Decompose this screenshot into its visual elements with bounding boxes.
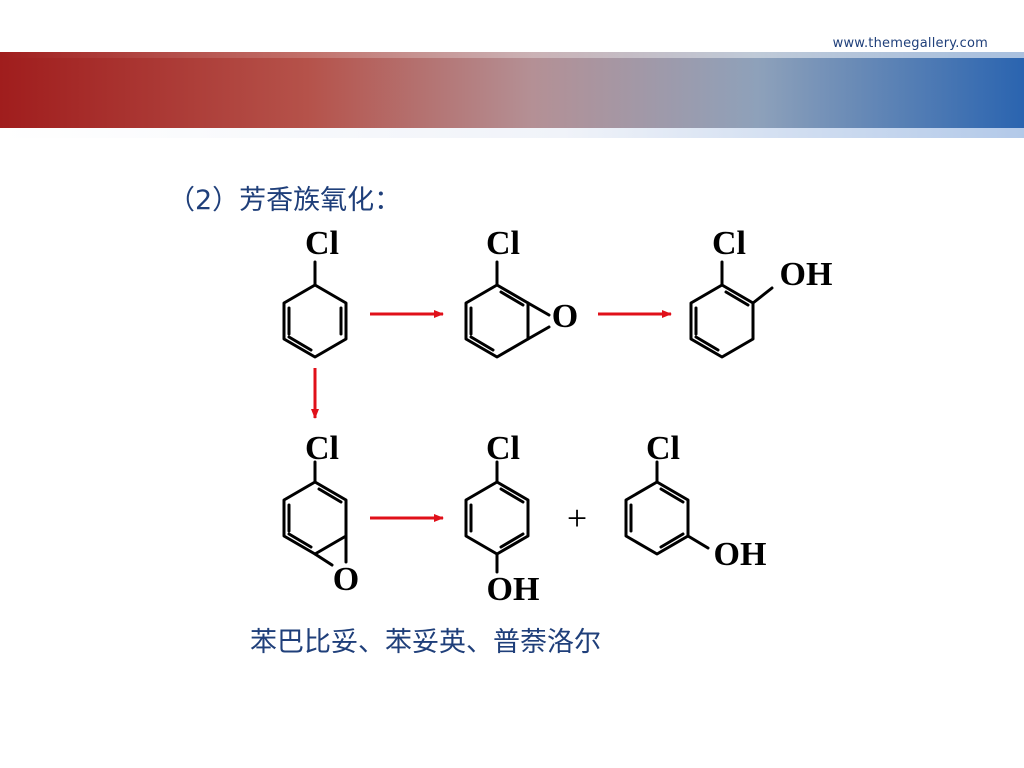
- header-band-shadow: [0, 128, 1024, 138]
- label-oh-5: OH: [487, 571, 540, 608]
- molecule-3-4-epoxide: [282, 460, 348, 567]
- molecule-3-chlorophenol: [624, 460, 710, 556]
- label-cl-2: Cl: [486, 225, 520, 262]
- molecule-2-3-epoxide: [464, 260, 551, 359]
- label-o-epoxide-4: O: [333, 561, 359, 598]
- drug-list: 苯巴比妥、苯妥英、普萘洛尔: [250, 627, 601, 658]
- label-o-epoxide-2: O: [552, 298, 578, 335]
- label-cl-6: Cl: [646, 430, 680, 467]
- label-oh-6: OH: [714, 536, 767, 573]
- label-cl-4: Cl: [305, 430, 339, 467]
- molecule-4-chlorophenol: [464, 460, 530, 574]
- label-cl-3: Cl: [712, 225, 746, 262]
- label-plus: +: [567, 498, 587, 538]
- header-band: [0, 52, 1024, 128]
- molecule-2-chlorophenol: [689, 260, 774, 359]
- label-cl-1: Cl: [305, 225, 339, 262]
- label-oh-3: OH: [780, 256, 833, 293]
- site-url: www.themegallery.com: [832, 36, 988, 51]
- section-title: （2）芳香族氧化：: [168, 185, 402, 216]
- molecule-chlorobenzene: [282, 260, 348, 359]
- label-cl-5: Cl: [486, 430, 520, 467]
